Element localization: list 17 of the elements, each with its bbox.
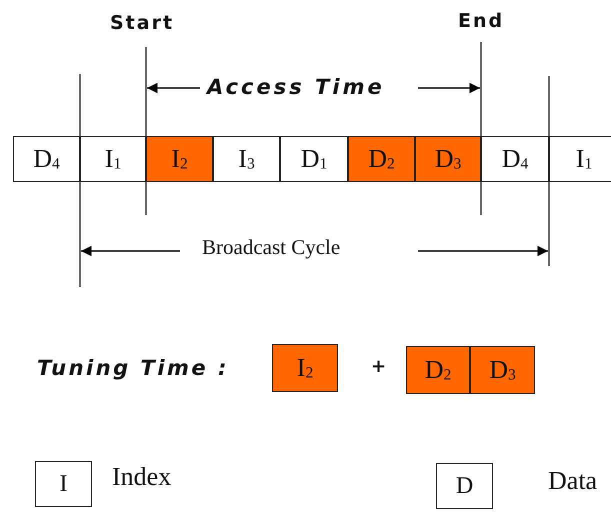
slot-cell: I$_{2}$	[146, 136, 213, 182]
legend-text: Data	[548, 466, 598, 496]
slot-cell: I$_{1}$	[80, 136, 146, 182]
legend-text: Index	[112, 462, 172, 492]
legend-sample: D	[436, 463, 493, 509]
label: Broadcast Cycle	[200, 237, 342, 258]
slot-cell: I$_{3}$	[213, 136, 280, 182]
slot-cell: D$_{2}$	[406, 346, 470, 394]
slot-cell: D$_{1}$	[280, 136, 348, 182]
slot-cell: D$_{3}$	[470, 346, 535, 394]
slot-cell: D$_{4}$	[13, 136, 80, 182]
legend-sample: I	[35, 461, 92, 507]
slot-cell: D$_{2}$	[348, 136, 415, 182]
slot-cell: D$_{4}$	[481, 136, 549, 182]
slot-cell: D$_{3}$	[415, 136, 481, 182]
slot-cell: I$_{2}$	[272, 344, 338, 392]
slot-cell: I$_{1}$	[549, 136, 611, 182]
